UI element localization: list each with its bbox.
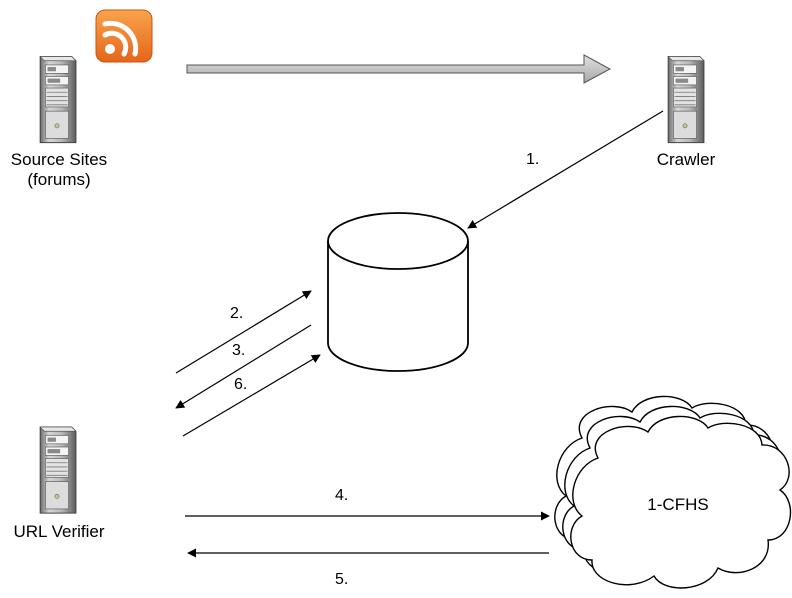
step-label-6: 6. bbox=[234, 376, 248, 393]
url-verifier-server-icon bbox=[39, 426, 77, 514]
step-label-4: 4. bbox=[335, 487, 349, 504]
source-sites-server-icon bbox=[39, 56, 77, 144]
arrow-step-2 bbox=[175, 290, 312, 374]
source-sites-label-line1: Source Sites bbox=[10, 150, 108, 169]
cloud-icon bbox=[554, 395, 792, 589]
url-verifier-label: URL Verifier bbox=[13, 522, 105, 541]
step-label-2: 2. bbox=[230, 305, 244, 322]
crawler-label: Crawler bbox=[656, 150, 716, 169]
step-label-3: 3. bbox=[232, 342, 246, 359]
arrow-step-3 bbox=[175, 324, 312, 409]
arrow-step-1 bbox=[467, 110, 664, 229]
step-label-5: 5. bbox=[335, 571, 349, 588]
cloud-label: 1-CFHS bbox=[647, 495, 709, 514]
database-icon bbox=[327, 212, 469, 372]
step-label-1: 1. bbox=[526, 151, 540, 168]
big-gray-arrow bbox=[186, 54, 612, 84]
crawler-server-icon bbox=[667, 56, 705, 144]
source-sites-label-line2: (forums) bbox=[27, 170, 91, 189]
arrow-step-6 bbox=[182, 354, 321, 437]
rss-icon bbox=[95, 9, 153, 63]
source-sites-label: Source Sites (forums) bbox=[4, 150, 114, 190]
